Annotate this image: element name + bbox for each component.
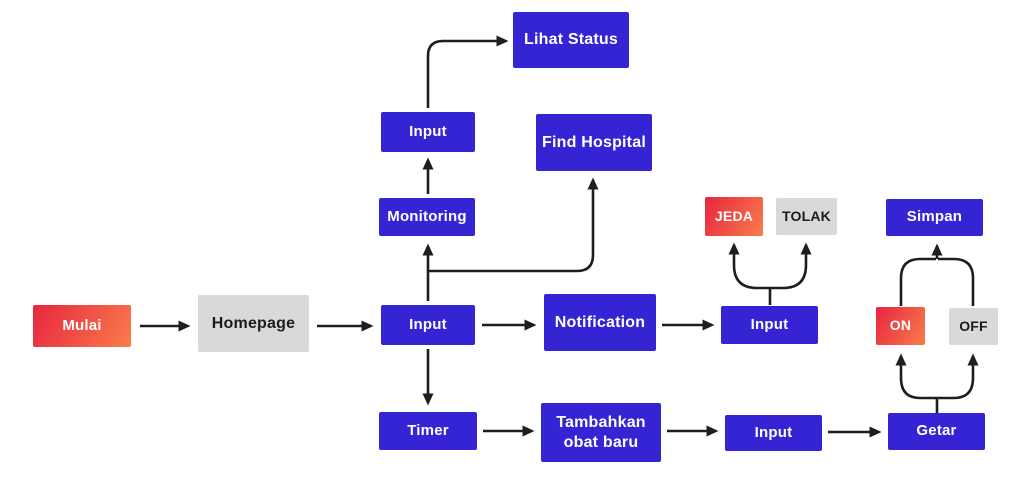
edge-on-to-simpan	[899, 257, 936, 306]
node-monitoring: Monitoring	[379, 198, 475, 236]
node-label: Timer	[407, 421, 449, 439]
node-label: Input	[750, 315, 789, 333]
node-input-top: Input	[381, 112, 475, 152]
node-label: Simpan	[906, 208, 963, 226]
edge-getar-to-on	[895, 353, 937, 400]
node-off: OFF	[949, 308, 998, 345]
node-label: Input	[409, 122, 447, 140]
node-input-right: Input	[721, 306, 818, 344]
node-label: ON	[889, 317, 912, 334]
node-label: Homepage	[211, 314, 296, 332]
node-label: Getar	[916, 422, 957, 440]
edge-input-main-to-find-hospital	[428, 177, 599, 273]
node-input-bottom: Input	[725, 415, 822, 451]
node-input-main: Input	[381, 305, 475, 345]
node-simpan: Simpan	[886, 199, 983, 236]
node-getar: Getar	[888, 413, 985, 450]
node-label: Tambahkan obat baru	[556, 413, 646, 451]
edge-off-to-simpan	[938, 257, 975, 306]
node-label: Find Hospital	[542, 133, 646, 151]
node-label: JEDA	[714, 207, 754, 224]
node-tolak: TOLAK	[776, 198, 837, 235]
node-on: ON	[876, 307, 925, 345]
node-tambahkan-obat-baru: Tambahkan obat baru	[541, 403, 661, 462]
edge-getar-to-off	[937, 353, 979, 400]
node-label: OFF	[959, 317, 988, 334]
edge-input-top-to-lihat-status	[426, 35, 509, 108]
node-label: Notification	[554, 313, 646, 331]
node-label: Mulai	[62, 316, 102, 334]
edge-input-right-to-jeda	[728, 242, 770, 290]
node-mulai: Mulai	[33, 305, 131, 347]
node-label: Lihat Status	[524, 31, 618, 48]
edge-input-right-to-tolak	[770, 242, 812, 290]
node-timer: Timer	[379, 412, 477, 450]
node-lihat-status: Lihat Status	[513, 12, 629, 68]
node-label: Input	[754, 423, 793, 441]
node-find-hospital: Find Hospital	[536, 114, 652, 171]
node-label: TOLAK	[782, 207, 831, 224]
node-homepage: Homepage	[198, 295, 309, 352]
node-label: Input	[409, 315, 447, 333]
node-notification: Notification	[544, 294, 656, 351]
node-label: Monitoring	[387, 207, 467, 225]
node-jeda: JEDA	[705, 197, 763, 236]
